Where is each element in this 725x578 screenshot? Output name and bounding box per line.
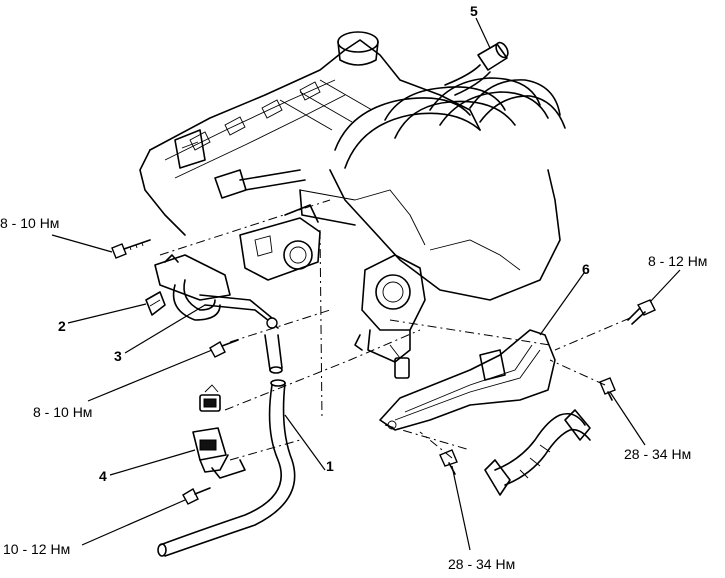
- throttle-body: [354, 254, 426, 379]
- callout-1: 1: [326, 458, 334, 474]
- bolt-mid-left: [209, 339, 239, 358]
- bolt-lower-left: [182, 487, 211, 505]
- callout-2: 2: [58, 318, 66, 334]
- assembly-center-lines: [159, 199, 631, 461]
- idle-air-control-valve: [239, 204, 321, 281]
- torque-label-lower-left: 10 - 12 Нм: [3, 541, 71, 557]
- leader-lines: [51, 17, 681, 551]
- bolt-upper-left: [111, 239, 151, 259]
- callout-5: 5: [470, 3, 478, 19]
- torque-label-upper-right: 8 - 12 Нм: [648, 253, 708, 269]
- torque-label-upper-left: 8 - 10 Нм: [0, 215, 60, 231]
- bolts: [111, 239, 656, 505]
- purge-solenoid-valve: [192, 427, 246, 479]
- torque-label-right-mid: 28 - 34 Нм: [624, 446, 692, 462]
- cylinder-head-cover: [139, 31, 481, 236]
- intake-manifold: [299, 64, 566, 301]
- bolt-right-mid: [599, 377, 616, 401]
- bolt-upper-right: [627, 299, 656, 325]
- callout-4: 4: [99, 468, 107, 484]
- torque-label-bottom: 28 - 34 Нм: [448, 556, 516, 572]
- solenoid-bracket: [145, 254, 283, 374]
- manifold-support-bracket: [379, 329, 556, 431]
- vacuum-hose: [157, 379, 296, 557]
- small-sensor: [199, 384, 221, 412]
- callout-6: 6: [582, 261, 590, 277]
- hose-coupling: [477, 41, 509, 71]
- wiring-harness: [484, 409, 591, 496]
- callout-3: 3: [114, 348, 122, 364]
- torque-label-mid-left: 8 - 10 Нм: [33, 404, 93, 420]
- bolt-bottom: [439, 449, 458, 475]
